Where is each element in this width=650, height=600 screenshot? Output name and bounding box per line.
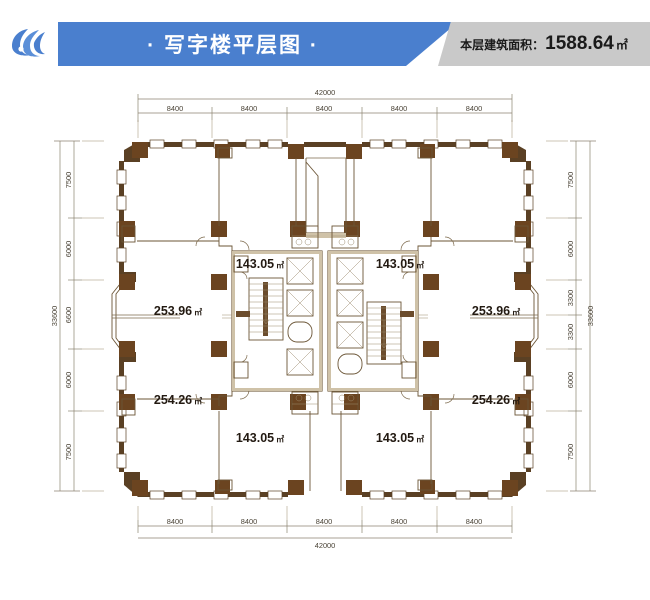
- left-bay-dim-5: 7500: [64, 444, 73, 460]
- top-bay-dim-1: 8400: [167, 104, 183, 113]
- bottom-bay-dim-1: 8400: [167, 517, 183, 526]
- floor-area-block: 本层建筑面积： 1588.64 ㎡: [438, 22, 650, 66]
- top-bay-dim-4: 8400: [391, 104, 407, 113]
- right-dimension-group: 33600 7500 6000 3300 3300 6000 7500: [546, 140, 596, 492]
- right-bay-dim-4: 3300: [566, 324, 575, 340]
- floor-area-label: 本层建筑面积：: [460, 37, 545, 52]
- header-blue-band: · 写字楼平层图 ·: [58, 22, 458, 66]
- core-right: [327, 250, 428, 392]
- structural-columns: [119, 142, 531, 496]
- bottom-bay-dim-5: 8400: [466, 517, 482, 526]
- right-bay-dim-5: 6000: [566, 372, 575, 388]
- restroom-group-top: [291, 225, 359, 249]
- company-flame-logo: [6, 26, 50, 62]
- stair-right: [366, 301, 402, 365]
- header-gray-band: 本层建筑面积： 1588.64 ㎡: [438, 22, 650, 66]
- elevator-right-3: [336, 321, 364, 349]
- top-bay-dim-5: 8400: [466, 104, 482, 113]
- left-bay-dim-4: 6000: [64, 372, 73, 388]
- top-bay-dim-3: 8400: [316, 104, 332, 113]
- elevator-left-3: [286, 348, 314, 376]
- top-center-atrium: [304, 142, 347, 238]
- page-header: · 写字楼平层图 · 本层建筑面积： 1588.64 ㎡: [0, 22, 650, 66]
- top-bay-dim-2: 8400: [241, 104, 257, 113]
- building-envelope: [111, 139, 539, 500]
- left-dimension-group: 33600 7500 6000 6600 6000 7500: [50, 140, 104, 492]
- floor-plan-drawing: 42000 8400 8400 8400 8400 8400 8400 8400…: [0, 66, 650, 576]
- bottom-bay-dim-4: 8400: [391, 517, 407, 526]
- bottom-bay-dim-2: 8400: [241, 517, 257, 526]
- right-bay-dim-3: 3300: [566, 290, 575, 306]
- stair-left: [248, 277, 284, 341]
- right-total-dim: 33600: [586, 306, 595, 327]
- bottom-dimension-group: 8400 8400 8400 8400 8400 42000: [137, 506, 513, 550]
- left-bay-dim-2: 6000: [64, 241, 73, 257]
- elevator-right-1: [336, 257, 364, 285]
- right-bay-dim-6: 7500: [566, 444, 575, 460]
- right-bay-dim-2: 6000: [566, 241, 575, 257]
- top-dimension-group: 42000 8400 8400 8400 8400 8400: [137, 88, 513, 138]
- left-bay-dim-1: 7500: [64, 172, 73, 188]
- bottom-total-dim: 42000: [315, 541, 336, 550]
- elevator-right-2: [336, 289, 364, 317]
- right-bay-dim-1: 7500: [566, 172, 575, 188]
- bottom-bay-dim-3: 8400: [316, 517, 332, 526]
- bottom-window-band: [149, 490, 503, 500]
- left-total-dim: 33600: [50, 306, 59, 327]
- restroom-group-bottom: [291, 391, 359, 415]
- elevator-left-2: [286, 289, 314, 317]
- top-total-dim: 42000: [315, 88, 336, 97]
- floor-area-unit: ㎡: [615, 37, 628, 52]
- page-title: · 写字楼平层图 ·: [147, 34, 319, 57]
- core-left: [222, 250, 323, 392]
- interior-partitions: [137, 158, 513, 491]
- corner-service-rooms: [121, 147, 529, 491]
- floor-area-value: 1588.64: [545, 33, 614, 54]
- elevator-left-1: [286, 257, 314, 285]
- left-bay-dim-3: 6600: [64, 307, 73, 323]
